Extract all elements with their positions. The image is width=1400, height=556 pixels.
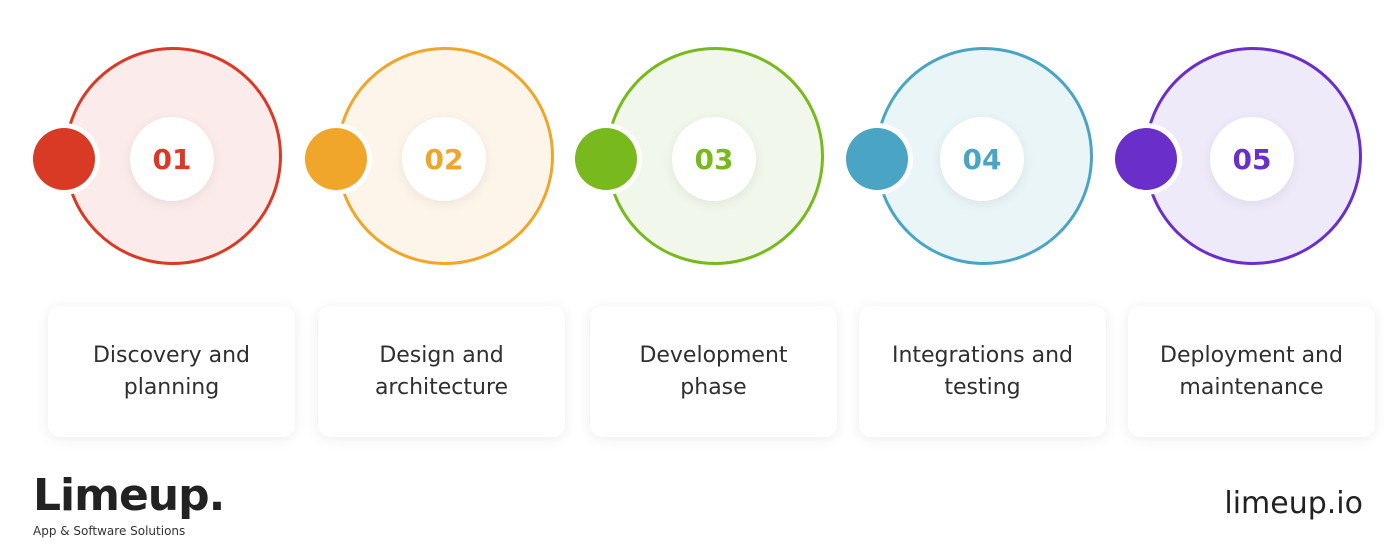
website-url: limeup.io <box>1224 486 1363 521</box>
step-3-label-line2: phase <box>680 374 747 400</box>
step-3-label-line1: Development <box>639 342 788 368</box>
step-1-card: Discovery and planning <box>48 306 295 437</box>
brand-logo: Limeup. App & Software Solutions <box>33 470 225 538</box>
step-5-label-line2: maintenance <box>1179 374 1324 400</box>
step-5-card: Deployment and maintenance <box>1128 306 1375 437</box>
brand-tagline: App & Software Solutions <box>33 524 186 538</box>
step-4-number: 04 <box>940 117 1024 201</box>
brand-name: Limeup. <box>33 470 225 521</box>
step-2-card: Design and architecture <box>318 306 565 437</box>
step-3-card: Development phase <box>590 306 837 437</box>
step-1-dot <box>33 128 95 190</box>
step-3: 03 Development phase <box>0 0 837 556</box>
step-5-number: 05 <box>1210 117 1294 201</box>
step-1-label-line1: Discovery and <box>92 342 251 368</box>
step-2: 02 Design and architecture <box>0 0 565 556</box>
step-4-label-line1: Integrations and <box>891 342 1074 368</box>
step-2-label-line2: architecture <box>374 374 509 400</box>
step-1-label-line2: planning <box>123 374 220 400</box>
step-1: 01 Discovery and planning <box>0 0 295 556</box>
step-5-dot <box>1115 128 1177 190</box>
step-5-label-line1: Deployment and <box>1160 342 1343 368</box>
step-4-label-line2: testing <box>944 374 1021 400</box>
step-2-number: 02 <box>402 117 486 201</box>
step-4: 04 Integrations and testing <box>0 0 1106 556</box>
step-4-card: Integrations and testing <box>859 306 1106 437</box>
step-4-dot <box>846 128 908 190</box>
step-2-label-line1: Design and <box>379 342 504 368</box>
step-3-dot <box>575 128 637 190</box>
step-2-dot <box>305 128 367 190</box>
step-3-number: 03 <box>672 117 756 201</box>
step-1-number: 01 <box>130 117 214 201</box>
